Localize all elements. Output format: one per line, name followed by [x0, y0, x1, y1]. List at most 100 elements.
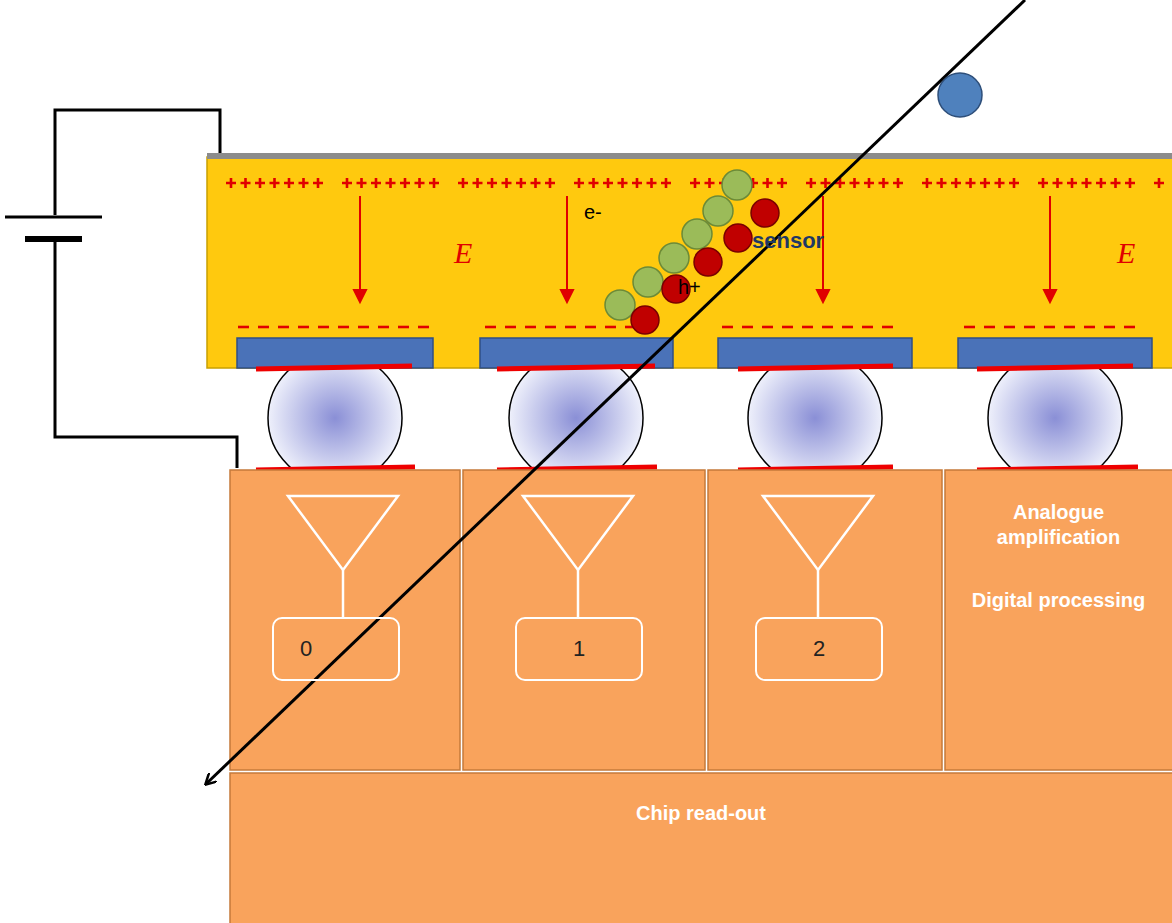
minus-mark	[565, 326, 576, 329]
plus-mark	[313, 178, 323, 188]
minus-mark	[742, 326, 753, 329]
minus-mark	[1084, 326, 1095, 329]
minus-mark	[1044, 326, 1055, 329]
plus-mark	[415, 178, 425, 188]
plus-mark	[632, 178, 642, 188]
plus-mark	[893, 178, 903, 188]
minus-mark	[238, 326, 249, 329]
plus-mark	[1053, 178, 1063, 188]
minus-mark	[842, 326, 853, 329]
plus-mark	[647, 178, 657, 188]
pixel-number: 1	[570, 636, 588, 662]
readout-cells	[230, 470, 1172, 923]
minus-mark	[964, 326, 975, 329]
plus-mark	[516, 178, 526, 188]
plus-mark	[574, 178, 584, 188]
plus-mark	[342, 178, 352, 188]
sensor-top-electrode	[207, 153, 1172, 159]
plus-mark	[589, 178, 599, 188]
chip-label: Chip read-out	[636, 802, 766, 825]
minus-mark	[338, 326, 349, 329]
plus-mark	[618, 178, 628, 188]
plus-mark	[284, 178, 294, 188]
minus-mark	[418, 326, 429, 329]
plus-mark	[763, 178, 773, 188]
plus-mark	[1082, 178, 1092, 188]
minus-mark	[358, 326, 369, 329]
plus-mark	[1111, 178, 1121, 188]
minus-mark	[258, 326, 269, 329]
plus-mark	[357, 178, 367, 188]
plus-mark	[1154, 178, 1164, 188]
plus-mark	[1125, 178, 1135, 188]
pixel-pads	[237, 338, 1152, 368]
plus-mark	[937, 178, 947, 188]
positive-charges	[226, 178, 1164, 188]
cell-function-text: Digital processing	[949, 588, 1168, 613]
plus-mark	[226, 178, 236, 188]
field-label: E	[1117, 236, 1135, 270]
plus-mark	[879, 178, 889, 188]
minus-mark	[1004, 326, 1015, 329]
holes	[631, 199, 779, 334]
minus-mark	[822, 326, 833, 329]
plus-mark	[850, 178, 860, 188]
plus-mark	[1038, 178, 1048, 188]
field-label: E	[454, 236, 472, 270]
pixel-cell: Analogue amplificationDigital processing	[945, 474, 1172, 766]
plus-mark	[922, 178, 932, 188]
particle-track	[206, 0, 1025, 784]
sensor-slab	[207, 157, 1172, 368]
minus-mark	[605, 326, 616, 329]
sensor-layer: sensor	[207, 157, 1172, 337]
particle	[938, 73, 982, 117]
electrons	[605, 170, 752, 320]
hole-label: h+	[678, 276, 701, 299]
plus-mark	[531, 178, 541, 188]
plus-mark	[951, 178, 961, 188]
plus-mark	[661, 178, 671, 188]
plus-mark	[806, 178, 816, 188]
pixel-number-box: 1	[515, 617, 643, 681]
plus-mark	[299, 178, 309, 188]
amplifier-symbols	[288, 496, 873, 618]
plus-mark	[255, 178, 265, 188]
plus-mark	[386, 178, 396, 188]
minus-mark	[505, 326, 516, 329]
plus-mark	[995, 178, 1005, 188]
minus-mark	[318, 326, 329, 329]
minus-mark	[1064, 326, 1075, 329]
minus-mark	[1124, 326, 1135, 329]
plus-mark	[545, 178, 555, 188]
plus-mark	[1067, 178, 1077, 188]
bump-contacts	[256, 366, 1138, 470]
pixel-number: 0	[297, 636, 315, 662]
minus-mark	[722, 326, 733, 329]
minus-mark	[1104, 326, 1115, 329]
plus-mark	[473, 178, 483, 188]
sensor-label: sensor	[752, 228, 824, 254]
minus-mark	[762, 326, 773, 329]
pixel-number-box: 0	[272, 617, 400, 681]
plus-mark	[502, 178, 512, 188]
pixel-number-box: 2	[755, 617, 883, 681]
minus-mark	[278, 326, 289, 329]
plus-mark	[864, 178, 874, 188]
minus-mark	[545, 326, 556, 329]
minus-mark	[525, 326, 536, 329]
plus-mark	[400, 178, 410, 188]
bump-bonds	[268, 369, 1122, 468]
plus-mark	[429, 178, 439, 188]
plus-mark	[458, 178, 468, 188]
minus-mark	[984, 326, 995, 329]
plus-mark	[1009, 178, 1019, 188]
plus-mark	[690, 178, 700, 188]
field-arrows	[354, 196, 1056, 302]
plus-mark	[705, 178, 715, 188]
pixel-number: 2	[810, 636, 828, 662]
plus-mark	[966, 178, 976, 188]
readout-chip: Chip read-out	[230, 773, 1172, 853]
plus-mark	[371, 178, 381, 188]
cell-function-text: Analogue amplification	[949, 500, 1168, 550]
